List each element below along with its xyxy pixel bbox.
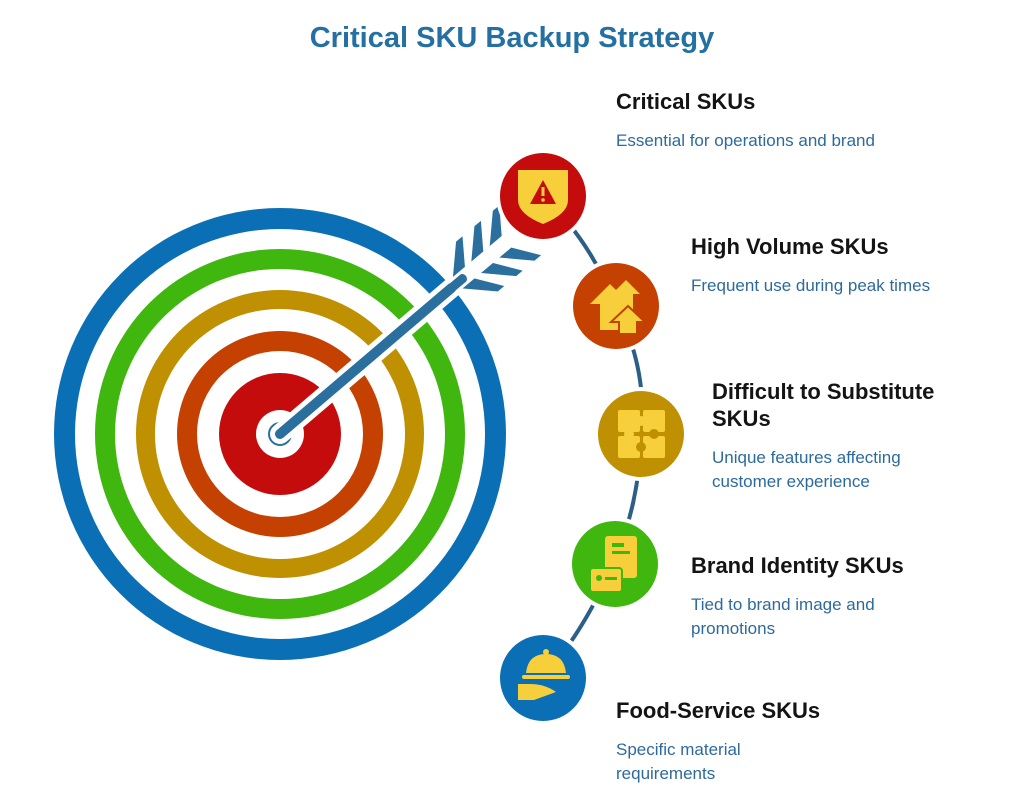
item-title: Difficult to Substitute SKUs (712, 379, 935, 431)
item-description: Unique features affecting customer exper… (712, 448, 901, 491)
arrow-icon (270, 199, 548, 444)
item-description: Frequent use during peak times (691, 276, 931, 295)
node-food-service (496, 631, 590, 725)
item-title: Brand Identity SKUs (691, 553, 904, 578)
item-difficult-substitute-skus: Difficult to Substitute SKUs Unique feat… (712, 378, 962, 494)
node-critical (496, 149, 590, 243)
item-title: Critical SKUs (616, 89, 756, 114)
node-high-volume (569, 259, 663, 353)
item-high-volume-skus: High Volume SKUs Frequent use during pea… (691, 233, 1011, 298)
item-title: Food-Service SKUs (616, 698, 821, 723)
item-description: Essential for operations and brand (616, 131, 875, 150)
warning-shield-icon (518, 170, 568, 224)
puzzle-icon (618, 410, 665, 458)
node-brand-identity (568, 517, 662, 611)
item-title: High Volume SKUs (691, 234, 889, 259)
item-brand-identity-skus: Brand Identity SKUs Tied to brand image … (691, 552, 1011, 641)
id-card-icon (589, 536, 637, 593)
item-critical-skus: Critical SKUs Essential for operations a… (616, 88, 936, 153)
serving-cloche-icon (518, 649, 570, 700)
item-food-service-skus: Food-Service SKUs Specific material requ… (616, 697, 936, 786)
page-title: Critical SKU Backup Strategy (309, 22, 715, 54)
item-description: Specific material requirements (616, 740, 741, 783)
node-difficult-substitute (594, 387, 688, 481)
upward-arrows-icon (590, 280, 648, 335)
item-description: Tied to brand image and promotions (691, 595, 875, 638)
